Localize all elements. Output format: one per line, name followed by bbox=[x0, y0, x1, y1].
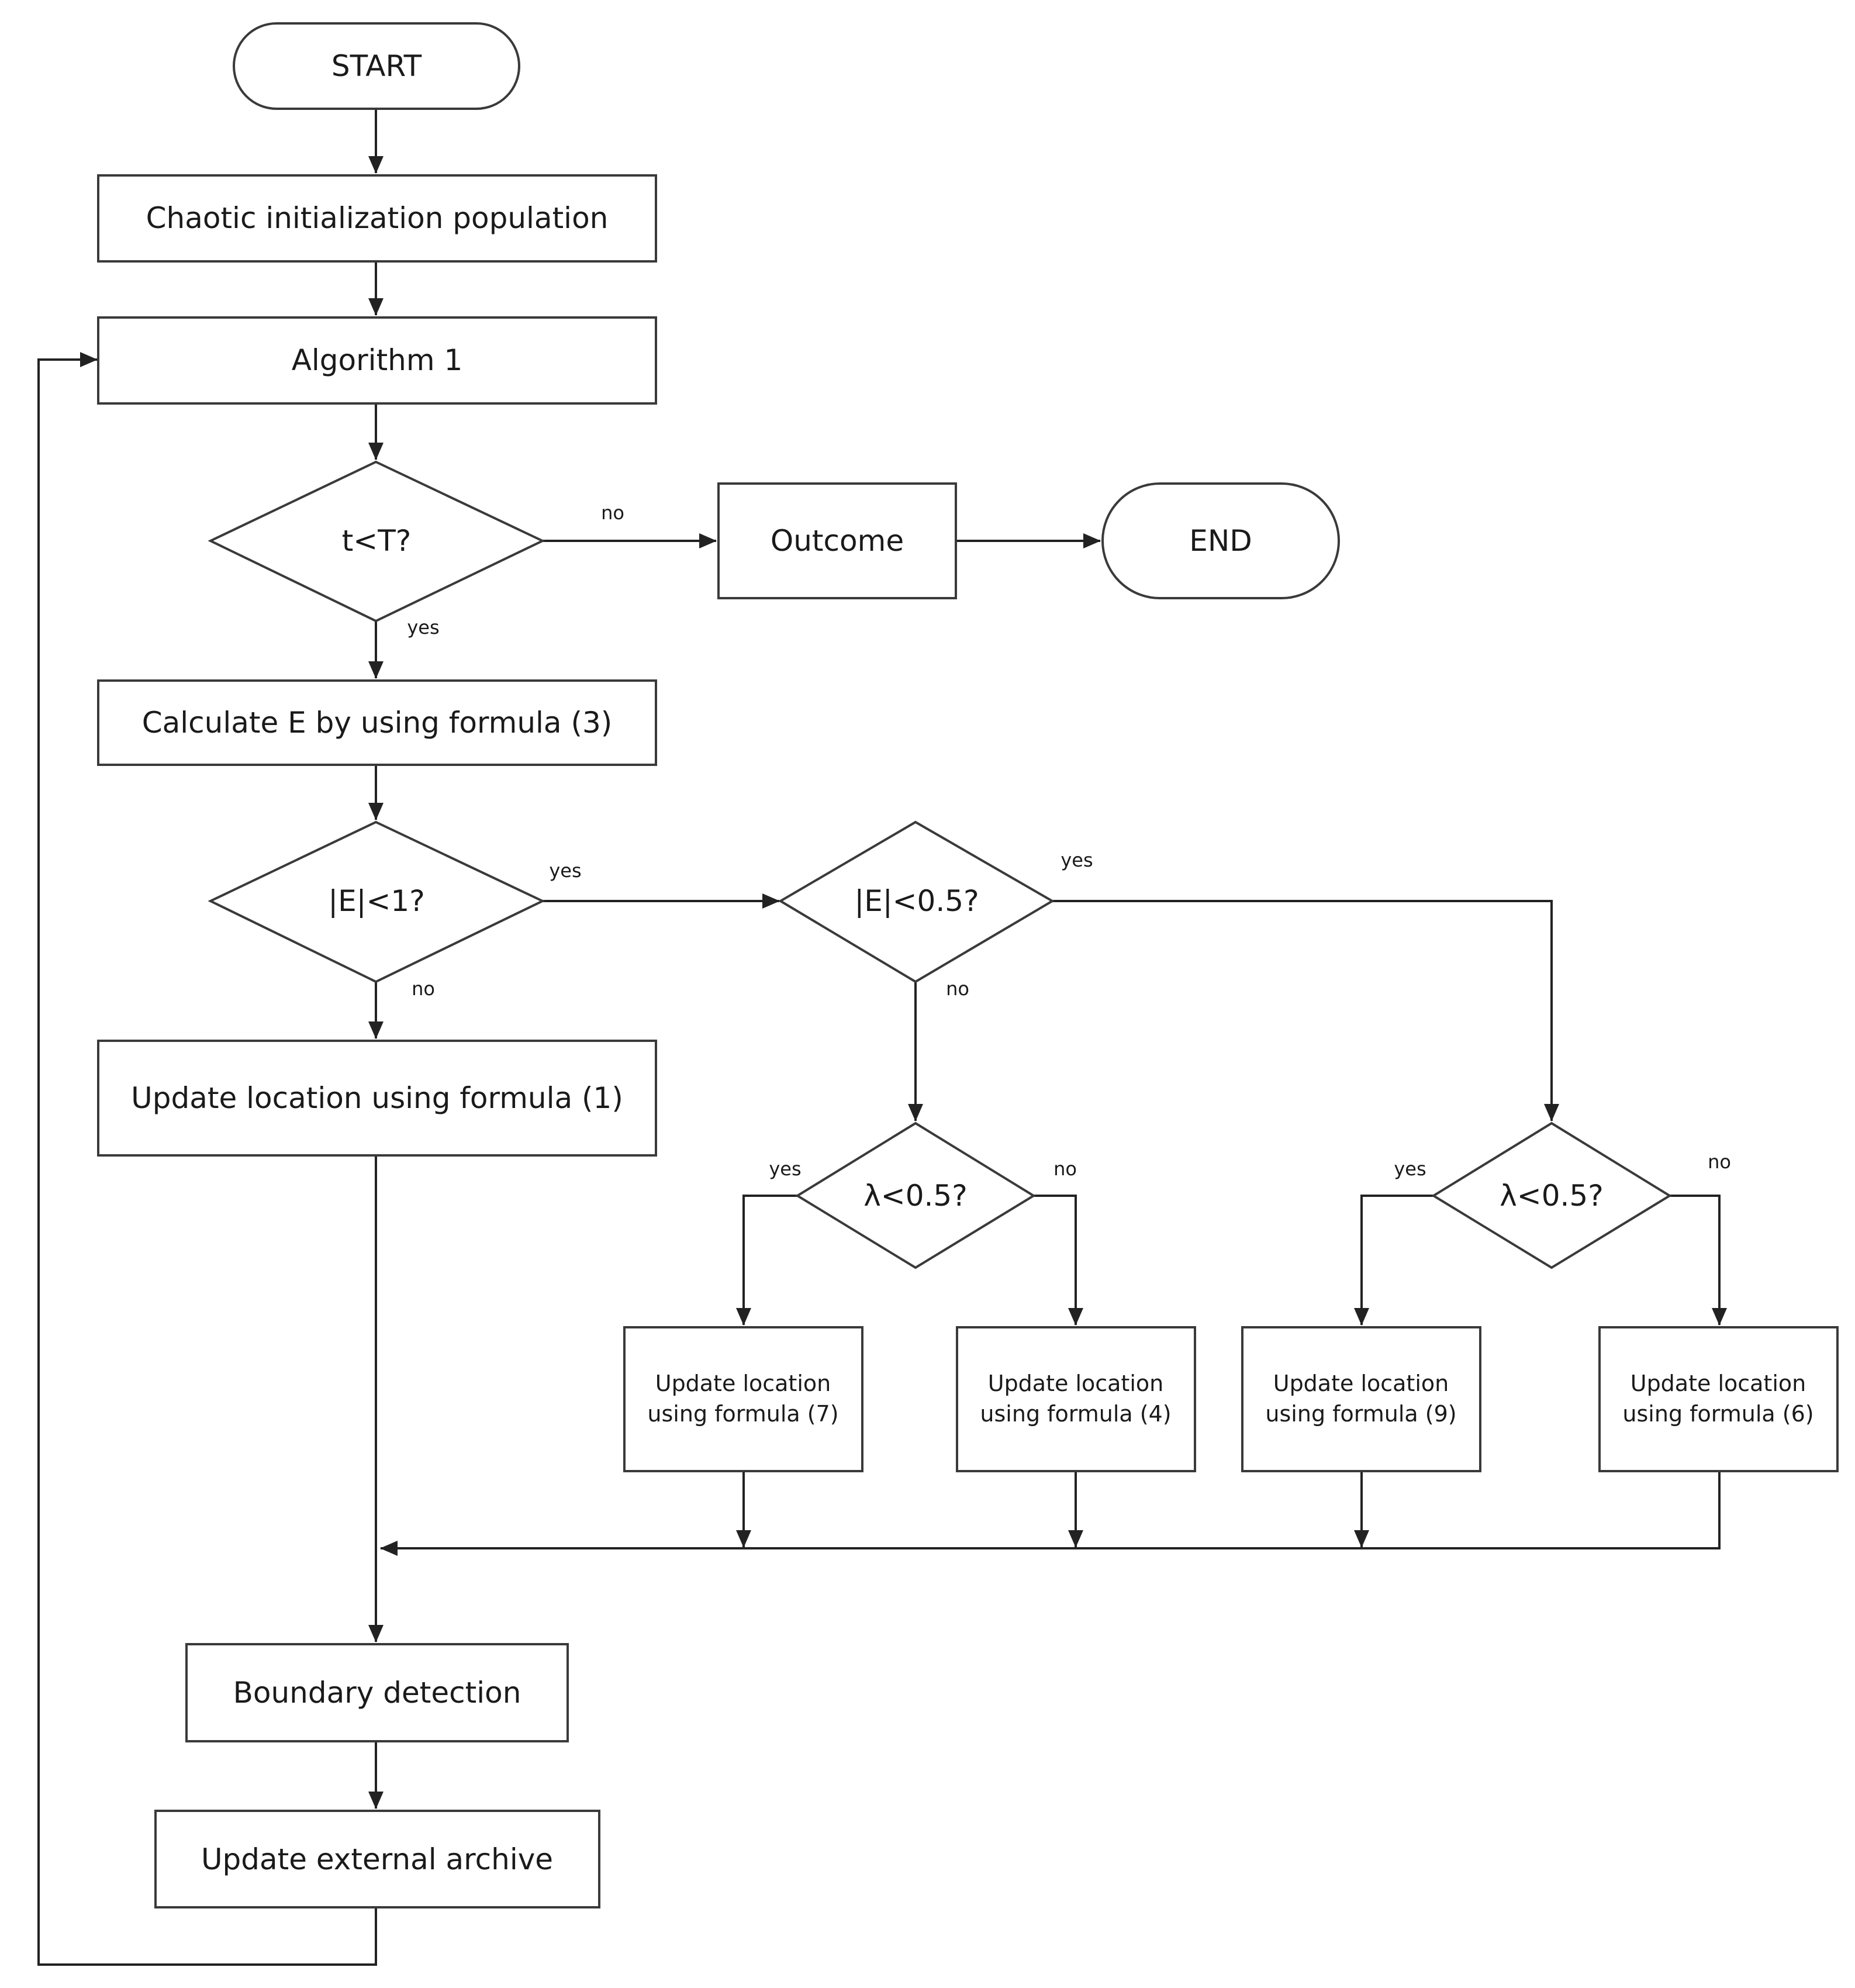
boundary-detection-label: Boundary detection bbox=[233, 1676, 521, 1710]
process-update-formula-1: Update location using formula (1) bbox=[97, 1040, 657, 1157]
process-update-archive: Update external archive bbox=[154, 1810, 600, 1908]
process-chaotic-init: Chaotic initialization population bbox=[97, 174, 657, 263]
update-formula-7-line-1: Update location bbox=[655, 1371, 831, 1396]
process-update-formula-7: Update location using formula (7) bbox=[623, 1326, 863, 1472]
edge-label-lambda-left-yes: yes bbox=[769, 1158, 801, 1180]
decision-lambda-right-label: λ<0.5? bbox=[1500, 1179, 1604, 1213]
update-formula-4-line-1: Update location bbox=[988, 1371, 1163, 1396]
process-update-formula-6: Update location using formula (6) bbox=[1598, 1326, 1839, 1472]
start-label: START bbox=[331, 49, 422, 83]
decision-abs-e-less-than-1: |E|<1? bbox=[208, 820, 545, 983]
decision-t-less-than-T: t<T? bbox=[208, 460, 545, 623]
algorithm-1-label: Algorithm 1 bbox=[292, 343, 463, 377]
calculate-e-label: Calculate E by using formula (3) bbox=[142, 706, 613, 740]
outcome-label: Outcome bbox=[771, 524, 904, 558]
process-outcome: Outcome bbox=[717, 482, 957, 599]
decision-abs-e-less-than-0-5: |E|<0.5? bbox=[778, 820, 1055, 983]
update-formula-6-line-2: using formula (6) bbox=[1622, 1401, 1813, 1427]
decision-t-label: t<T? bbox=[342, 524, 412, 558]
edge-archive-loop-to-algorithm bbox=[37, 352, 377, 1966]
chaotic-init-label: Chaotic initialization population bbox=[146, 201, 609, 235]
edge-label-lambda-right-no: no bbox=[1708, 1151, 1731, 1173]
edge-lambda-right-no-to-update-6 bbox=[1670, 1195, 1727, 1326]
update-formula-9-line-1: Update location bbox=[1273, 1371, 1449, 1396]
update-formula-1-label: Update location using formula (1) bbox=[131, 1081, 623, 1115]
process-update-formula-9: Update location using formula (9) bbox=[1241, 1326, 1481, 1472]
decision-lambda-right: λ<0.5? bbox=[1431, 1121, 1672, 1269]
decision-e1-label: |E|<1? bbox=[328, 884, 425, 918]
update-formula-4-line-2: using formula (4) bbox=[980, 1401, 1171, 1427]
edge-label-t-yes: yes bbox=[407, 616, 439, 638]
process-update-formula-4: Update location using formula (4) bbox=[956, 1326, 1196, 1472]
edge-merge-to-main bbox=[380, 1471, 1721, 1556]
edge-label-e1-yes: yes bbox=[549, 860, 581, 882]
edge-label-lambda-left-no: no bbox=[1053, 1158, 1077, 1180]
edge-label-e05-yes: yes bbox=[1061, 849, 1093, 871]
edge-lambda-right-yes-to-update-9 bbox=[1354, 1195, 1433, 1326]
edge-labels: no yes yes no yes no yes no yes no bbox=[407, 502, 1731, 1180]
edges bbox=[37, 109, 1727, 1966]
process-calculate-e: Calculate E by using formula (3) bbox=[97, 679, 657, 766]
edge-label-lambda-right-yes: yes bbox=[1394, 1158, 1426, 1180]
end-label: END bbox=[1189, 524, 1252, 558]
decision-lambda-left: λ<0.5? bbox=[795, 1121, 1036, 1269]
update-formula-6-line-1: Update location bbox=[1631, 1371, 1806, 1396]
edge-lambda-left-no-to-update-4 bbox=[1034, 1195, 1083, 1326]
process-algorithm-1: Algorithm 1 bbox=[97, 316, 657, 405]
terminal-start: START bbox=[233, 22, 520, 110]
edge-label-e1-no: no bbox=[412, 978, 435, 1000]
terminal-end: END bbox=[1101, 482, 1340, 599]
edge-label-t-no: no bbox=[601, 502, 624, 524]
update-archive-label: Update external archive bbox=[201, 1842, 553, 1876]
edge-lambda-left-yes-to-update-7 bbox=[736, 1195, 797, 1326]
edge-e05-yes-to-lambda-right bbox=[1052, 900, 1559, 1121]
edge-label-e05-no: no bbox=[946, 978, 969, 1000]
update-formula-9-line-2: using formula (9) bbox=[1265, 1401, 1456, 1427]
process-boundary-detection: Boundary detection bbox=[185, 1643, 569, 1742]
update-formula-7-line-2: using formula (7) bbox=[647, 1401, 838, 1427]
decision-e05-label: |E|<0.5? bbox=[854, 884, 979, 918]
decision-lambda-left-label: λ<0.5? bbox=[863, 1179, 968, 1213]
